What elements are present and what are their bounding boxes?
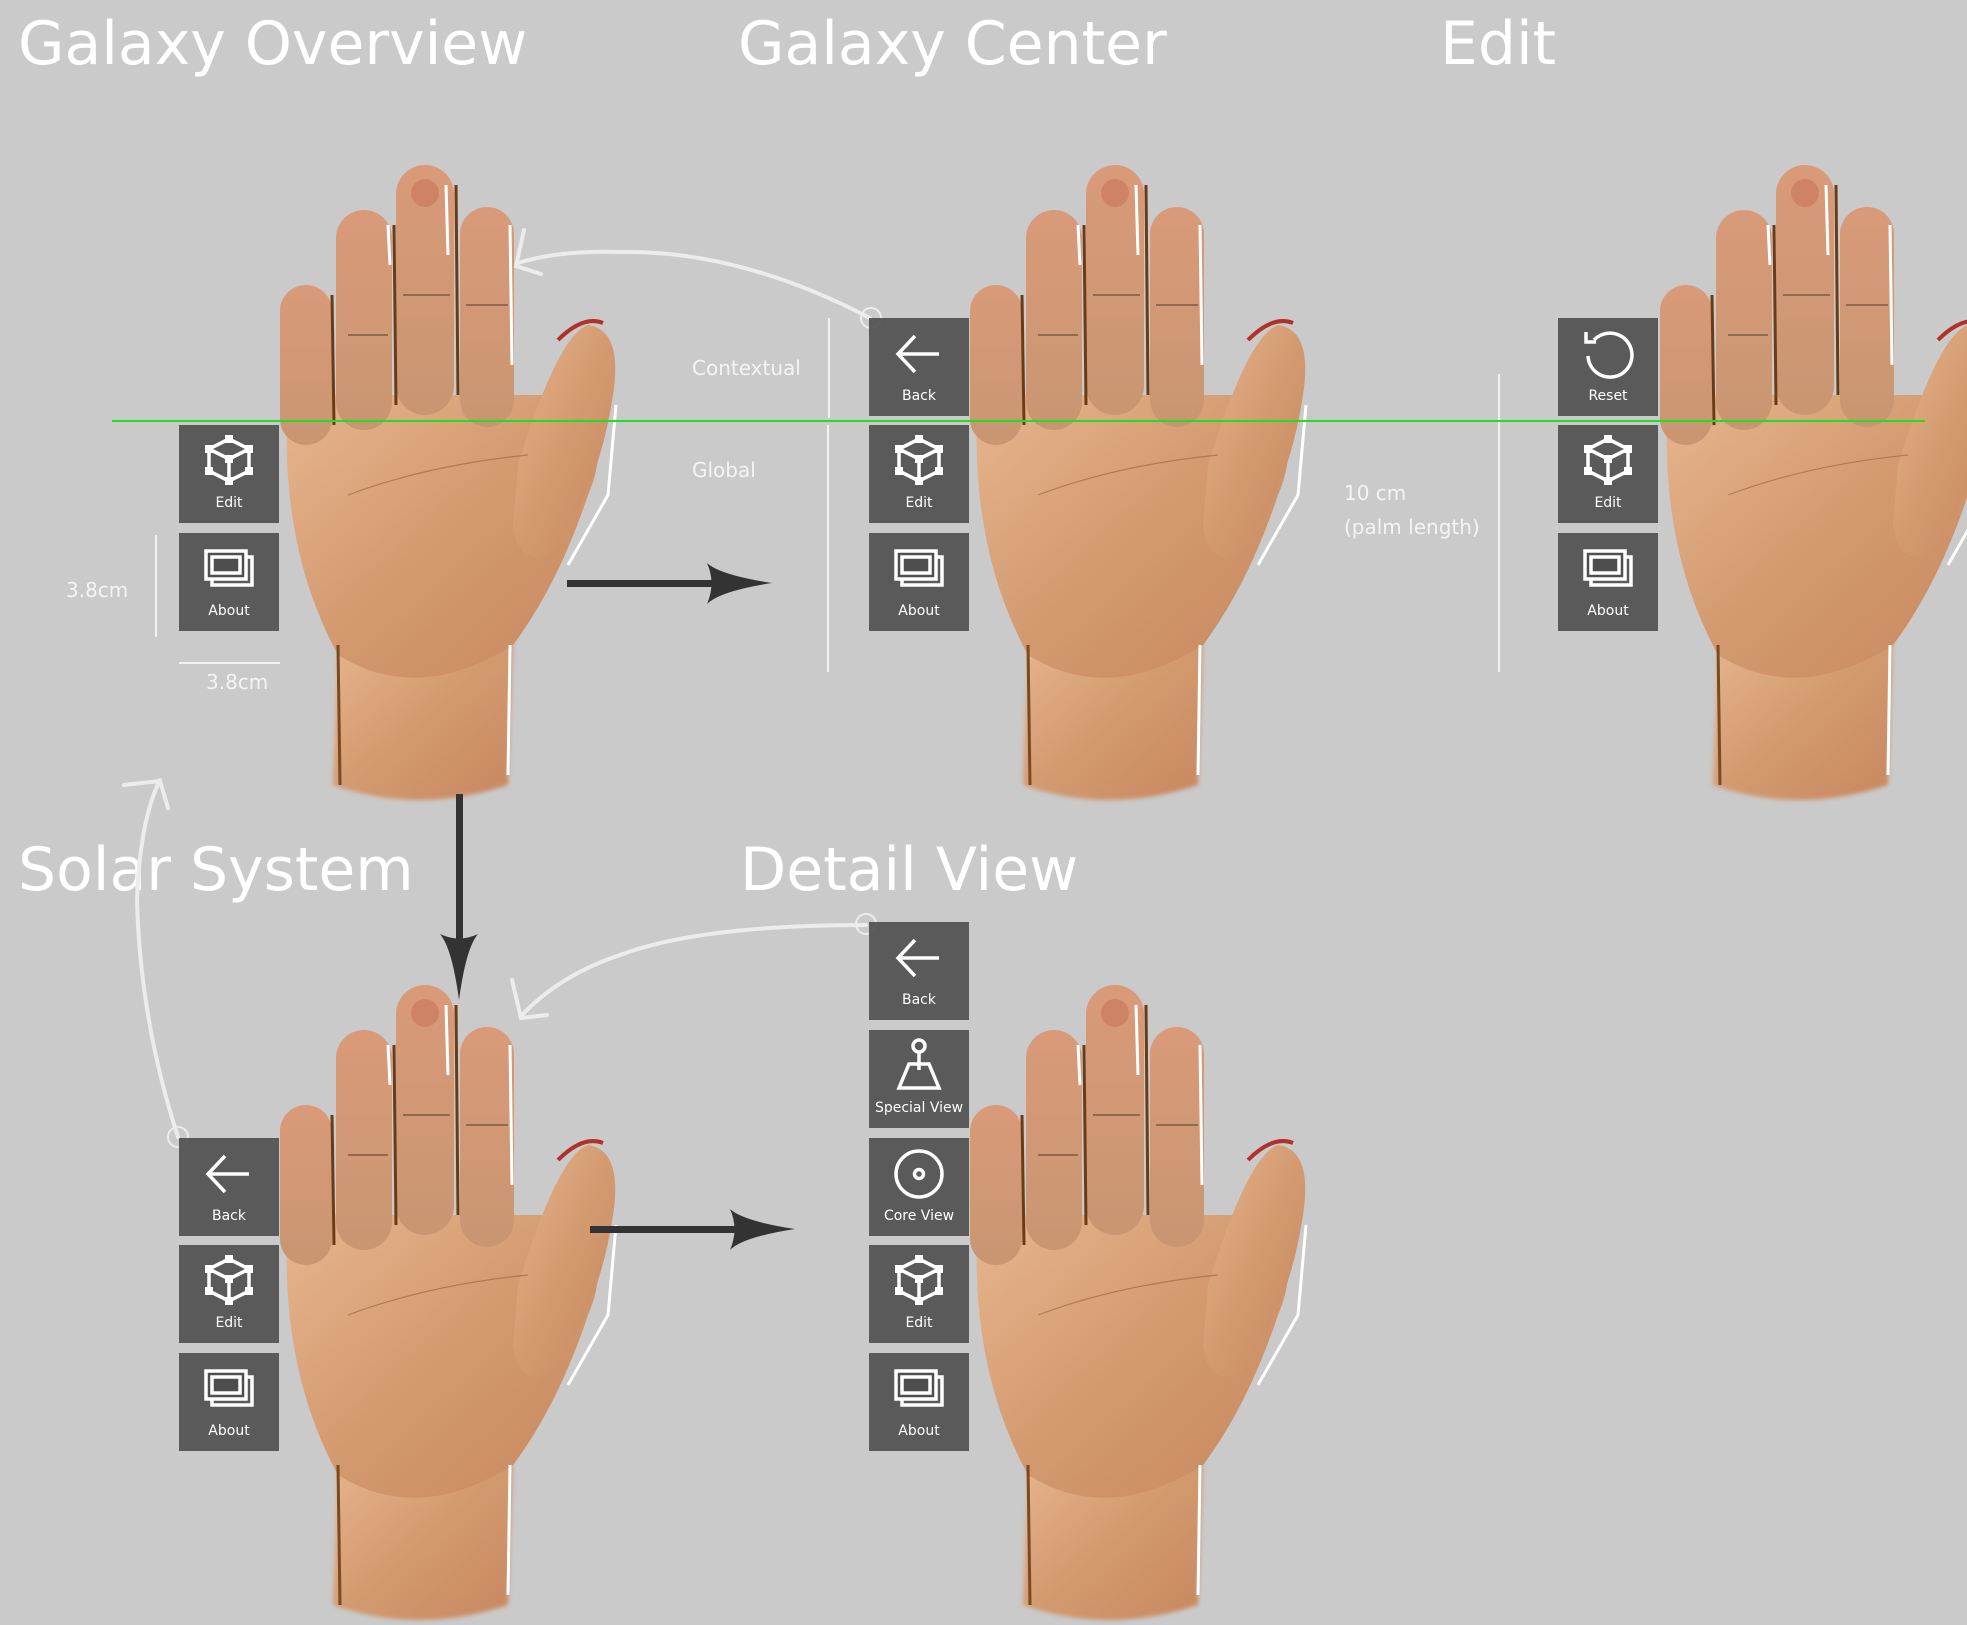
cube-edit-icon <box>893 1253 945 1307</box>
detail-view-special-view-button[interactable]: Special View <box>869 1030 969 1128</box>
button-label: Edit <box>1594 495 1622 511</box>
back-arrow-icon <box>896 938 941 978</box>
button-label: About <box>1587 603 1629 619</box>
arrow-down-icon <box>440 794 478 1000</box>
connector-arrowhead <box>122 778 170 810</box>
button-label: Edit <box>905 1315 933 1331</box>
detail-view-edit-button[interactable]: Edit <box>869 1245 969 1343</box>
galaxy-overview-about-button[interactable]: About <box>179 533 279 631</box>
windows-about-icon <box>894 1369 944 1407</box>
height-measure-line <box>155 535 157 637</box>
back-arrow-icon <box>206 1154 251 1194</box>
contextual-label: Contextual <box>692 356 801 380</box>
button-label: About <box>208 603 250 619</box>
hand-illustration-edit <box>1608 165 1967 805</box>
hand-illustration-galaxy-overview <box>228 165 628 805</box>
detail-view-core-view-button[interactable]: Core View <box>869 1138 969 1236</box>
button-label: Edit <box>905 495 933 511</box>
solar-system-back-button[interactable]: Back <box>179 1138 279 1236</box>
reset-icon <box>1584 330 1634 379</box>
title-edit: Edit <box>1440 9 1557 79</box>
galaxy-center-edit-button[interactable]: Edit <box>869 425 969 523</box>
detail-view-about-button[interactable]: About <box>869 1353 969 1451</box>
cube-edit-icon <box>893 433 945 487</box>
detail-view-back-button[interactable]: Back <box>869 922 969 1020</box>
core-view-icon <box>894 1149 944 1199</box>
palm-length-value: 10 cm <box>1344 481 1407 505</box>
button-label: About <box>208 1423 250 1439</box>
button-label: About <box>898 603 940 619</box>
button-label: Back <box>212 1208 246 1224</box>
button-label: Edit <box>215 1315 243 1331</box>
button-label: About <box>898 1423 940 1439</box>
galaxy-center-about-button[interactable]: About <box>869 533 969 631</box>
palm-length-label: (palm length) <box>1344 515 1480 539</box>
windows-about-icon <box>894 549 944 587</box>
windows-about-icon <box>204 1369 254 1407</box>
button-label: Special View <box>874 1100 964 1116</box>
button-label: Reset <box>1588 388 1628 404</box>
hand-illustration-galaxy-center <box>918 165 1318 805</box>
solar-system-edit-button[interactable]: Edit <box>179 1245 279 1343</box>
solar-system-about-button[interactable]: About <box>179 1353 279 1451</box>
title-solar-system: Solar System <box>18 835 414 905</box>
palm-length-line <box>1498 374 1500 672</box>
windows-about-icon <box>204 549 254 587</box>
width-measure-line <box>179 662 280 664</box>
edit-reset-button[interactable]: Reset <box>1558 318 1658 416</box>
windows-about-icon <box>1583 549 1633 587</box>
global-divider <box>827 425 829 672</box>
special-view-icon <box>897 1038 941 1090</box>
connector-solar-to-overview <box>134 778 180 1139</box>
width-measure-label: 3.8cm <box>206 670 269 694</box>
cube-edit-icon <box>203 433 255 487</box>
galaxy-overview-edit-button[interactable]: Edit <box>179 425 279 523</box>
edit-about-button[interactable]: About <box>1558 533 1658 631</box>
button-label: Edit <box>215 495 243 511</box>
title-galaxy-center: Galaxy Center <box>738 9 1167 79</box>
button-label: Back <box>902 992 936 1008</box>
back-arrow-icon <box>896 334 941 374</box>
height-measure-label: 3.8cm <box>66 578 129 602</box>
galaxy-center-back-button[interactable]: Back <box>869 318 969 416</box>
global-label: Global <box>692 458 756 482</box>
title-detail-view: Detail View <box>740 835 1079 905</box>
contextual-divider <box>828 318 830 418</box>
hand-illustration-solar-system <box>228 985 628 1625</box>
cube-edit-icon <box>1582 433 1634 487</box>
title-galaxy-overview: Galaxy Overview <box>18 9 528 79</box>
edit-edit-button[interactable]: Edit <box>1558 425 1658 523</box>
cube-edit-icon <box>203 1253 255 1307</box>
hand-illustration-detail-view <box>918 985 1318 1625</box>
button-label: Core View <box>883 1208 955 1224</box>
button-label: Back <box>902 388 936 404</box>
